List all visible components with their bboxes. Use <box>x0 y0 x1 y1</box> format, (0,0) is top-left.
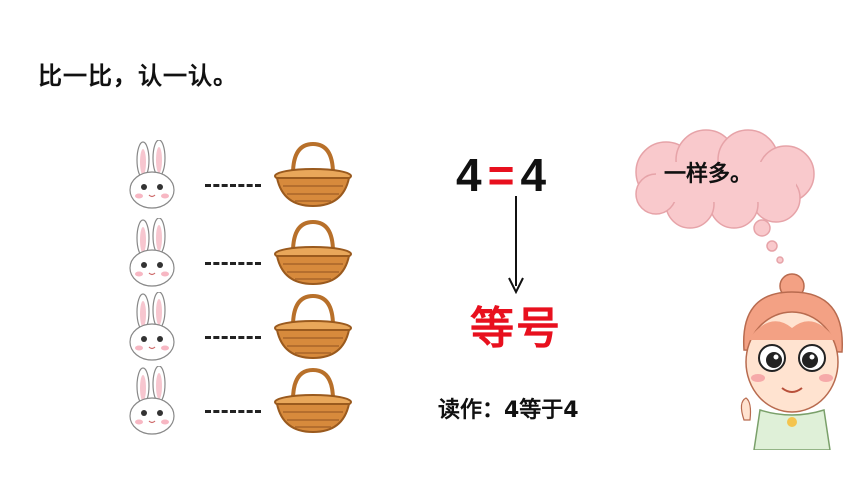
rabbit-basket-row <box>125 292 365 362</box>
connector-dash <box>205 262 261 265</box>
connector-dash <box>205 336 261 339</box>
equation-right: 4 <box>520 149 547 201</box>
reading-text: 读作：4等于4 <box>438 398 579 423</box>
sign-name: 等号 <box>470 303 562 354</box>
rabbit-icon <box>129 366 175 435</box>
instruction-title: 比一比，认一认。 <box>38 62 238 90</box>
basket-icon <box>274 293 352 360</box>
connector-dash <box>205 184 261 187</box>
equals-sign: = <box>487 149 515 201</box>
rabbit-icon <box>129 218 175 287</box>
girl-character-icon <box>740 273 843 450</box>
speech-text: 一样多。 <box>664 162 753 187</box>
basket-icon <box>274 219 352 286</box>
thought-cloud-icon <box>635 129 815 264</box>
connector-dash <box>205 410 261 413</box>
rabbit-basket-row <box>125 140 365 210</box>
rabbit-icon <box>129 292 175 361</box>
rabbit-basket-row <box>125 366 365 436</box>
rabbit-basket-row <box>125 218 365 288</box>
basket-icon <box>274 367 352 434</box>
rabbit-icon <box>129 140 175 209</box>
down-arrow-icon <box>508 196 524 294</box>
basket-icon <box>274 141 352 208</box>
equation: 4=4 <box>456 148 546 202</box>
equation-left: 4 <box>456 149 482 201</box>
